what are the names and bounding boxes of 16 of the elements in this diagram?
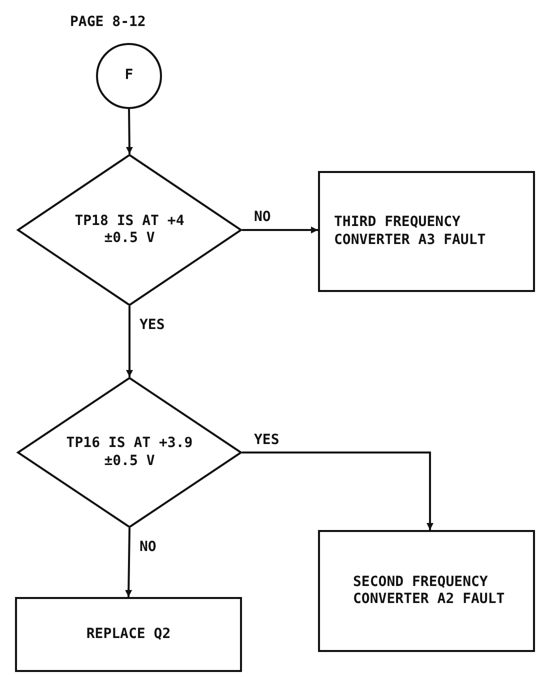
edge-label: YES bbox=[140, 318, 165, 332]
page-reference: PAGE 8-12 bbox=[70, 15, 146, 29]
arrow bbox=[126, 306, 133, 377]
node-label: THIRD FREQUENCY CONVERTER A3 FAULT bbox=[334, 214, 487, 249]
node-label: TP18 IS AT +4 ±0.5 V bbox=[74, 212, 186, 248]
node-label: SECOND FREQUENCY CONVERTER A2 FAULT bbox=[353, 574, 506, 608]
node-label: REPLACE Q2 bbox=[86, 626, 171, 644]
arrow bbox=[242, 452, 434, 530]
node-label: F bbox=[124, 67, 134, 85]
edge-label: YES bbox=[254, 432, 280, 446]
arrow bbox=[125, 528, 132, 598]
arrow bbox=[126, 108, 133, 154]
edge-label: NO bbox=[254, 210, 271, 224]
arrow bbox=[242, 226, 318, 234]
edge-label: NO bbox=[140, 540, 156, 554]
node-label: TP16 IS AT +3.9 ±0.5 V bbox=[65, 435, 194, 470]
